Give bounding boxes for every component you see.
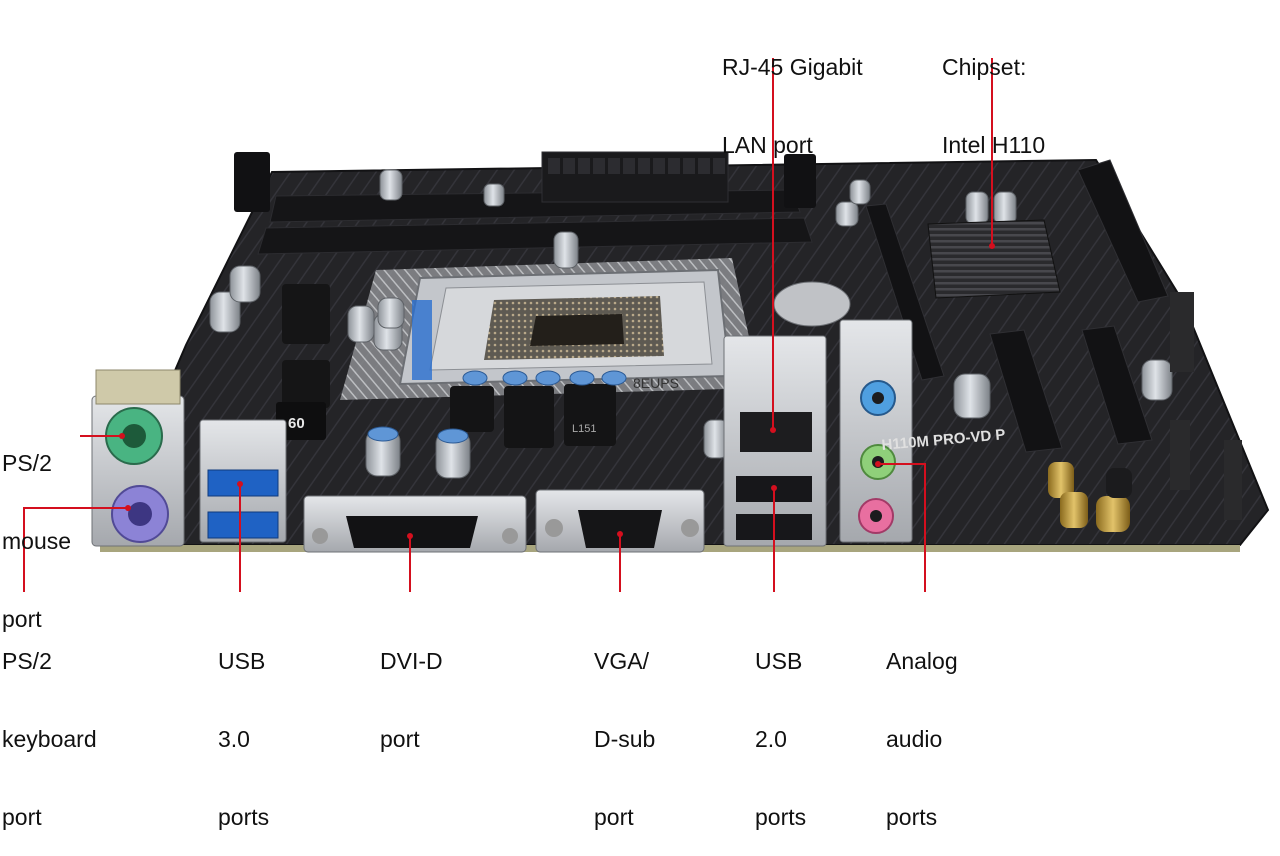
vrm-chokes: L151 60: [276, 284, 616, 448]
callout-line: USB: [218, 648, 266, 674]
callout-line: port: [380, 726, 420, 752]
diagram-stage: 8EUPS L151 60: [2, 2, 1270, 830]
callout-line: port: [594, 804, 634, 830]
audio-capacitors: [1048, 462, 1132, 532]
callout-line: Analog: [886, 648, 958, 674]
callout-line: D-sub: [594, 726, 656, 752]
callout-line: VGA/: [594, 648, 649, 674]
cmos-battery: [773, 281, 851, 327]
chipset-heatsink: [927, 219, 1061, 299]
leader-ps2-keyboard: [23, 507, 128, 592]
callout-audio: Analog audio ports: [886, 596, 958, 856]
motherboard-illustration: 8EUPS L151 60: [23, 58, 1270, 592]
callout-line: Intel H110: [942, 132, 1046, 158]
usb3-ports: [199, 419, 287, 543]
socket-label: 8EUPS: [633, 375, 679, 391]
leader-lines: [23, 58, 993, 592]
callout-usb3: USB 3.0 ports: [218, 596, 269, 856]
callout-line: keyboard: [2, 726, 97, 752]
dvi-port: [303, 495, 527, 553]
callout-line: mouse: [2, 528, 72, 554]
callout-line: PS/2: [2, 648, 52, 674]
callout-line: ports: [886, 804, 938, 830]
atx-power-connector: [541, 151, 729, 203]
callout-rj45: RJ-45 Gigabit LAN port: [722, 2, 863, 184]
leader-audio: [878, 463, 926, 592]
callout-line: 3.0: [218, 726, 250, 752]
callout-line: ports: [218, 804, 270, 830]
callout-usb2: USB 2.0 ports: [755, 596, 806, 856]
callout-ps2-mouse: PS/2 mouse port: [2, 398, 71, 658]
pin-headers: [1170, 292, 1242, 520]
chip-label: 60: [288, 415, 305, 432]
callout-vga: VGA/ D-sub port: [594, 596, 655, 856]
callout-line: USB: [755, 648, 803, 674]
callout-chipset: Chipset: Intel H110: [942, 2, 1045, 184]
audio-stack: [839, 319, 913, 543]
callout-dvi: DVI-D port: [380, 596, 443, 778]
ps2-mouse-port: [105, 407, 163, 465]
coil-label: L151: [572, 423, 596, 435]
callout-line: port: [2, 606, 42, 632]
capacitors: [209, 169, 1173, 479]
ps2-keyboard-port: [111, 485, 169, 543]
callout-ps2-keyboard: PS/2 keyboard port: [2, 596, 97, 856]
callout-line: RJ-45 Gigabit: [722, 54, 863, 80]
callout-line: PS/2: [2, 450, 52, 476]
leader-dots: [119, 243, 995, 539]
pcie-slots: [865, 159, 1169, 453]
vga-port: [535, 489, 705, 553]
callout-line: Chipset:: [942, 54, 1027, 80]
callout-line: ports: [755, 804, 807, 830]
callout-line: DVI-D: [380, 648, 443, 674]
callout-line: port: [2, 804, 42, 830]
callout-line: LAN port: [722, 132, 813, 158]
callout-line: audio: [886, 726, 943, 752]
callout-line: 2.0: [755, 726, 787, 752]
